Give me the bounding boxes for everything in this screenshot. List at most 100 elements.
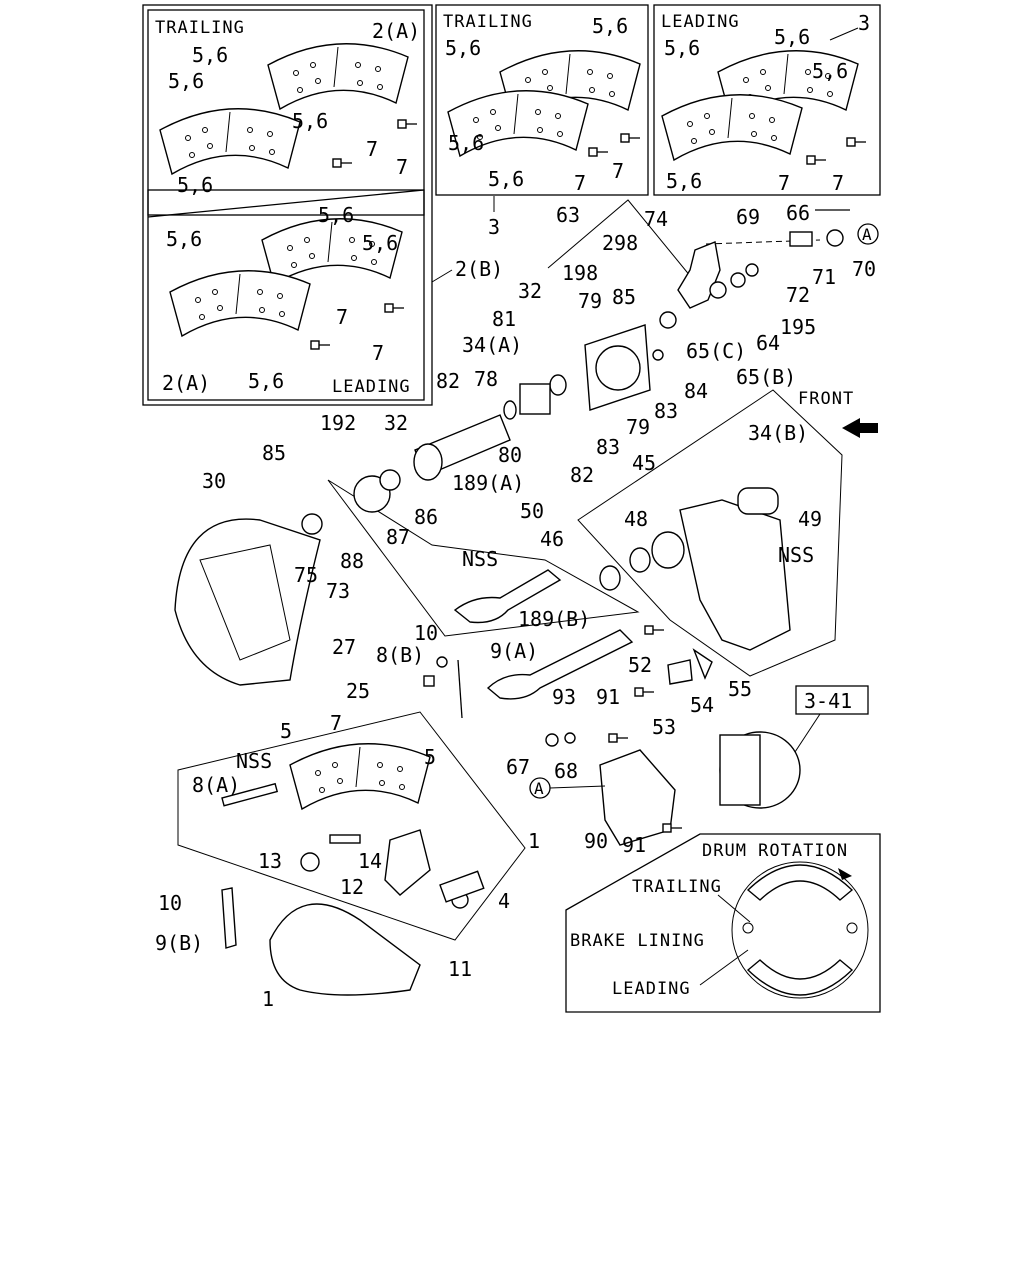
callout-label: 73 xyxy=(326,579,350,603)
callout-label: 91 xyxy=(596,685,620,709)
reference-label: 3-41 xyxy=(804,689,852,713)
bolt-icon xyxy=(620,133,641,143)
bolt-icon xyxy=(397,119,418,129)
callout-label: 81 xyxy=(492,307,516,331)
trailing-panel-b xyxy=(435,4,649,196)
callout-label: 68 xyxy=(554,759,578,783)
callout-label: 65(B) xyxy=(736,365,796,389)
callout-label: 72 xyxy=(786,283,810,307)
callout-label: 91 xyxy=(622,833,646,857)
callout-label: 64 xyxy=(756,331,780,355)
callout-label: 10 xyxy=(414,621,438,645)
bolt-icon xyxy=(332,158,353,168)
callout-label: 93 xyxy=(552,685,576,709)
callout-label: 7 xyxy=(612,159,624,183)
callout-label: 5,6 xyxy=(445,36,481,60)
cam-s-head xyxy=(453,569,562,624)
spring xyxy=(457,659,463,719)
callout-label: 5,6 xyxy=(362,231,398,255)
return-spring xyxy=(221,887,237,949)
callout-label: 71 xyxy=(812,265,836,289)
trailing-shoe xyxy=(746,864,854,901)
rotation-arrow-icon xyxy=(838,868,852,880)
svg-text:A: A xyxy=(862,225,872,244)
callout-label: 5,6 xyxy=(812,59,848,83)
callout-label: 11 xyxy=(448,957,472,981)
camshaft-assemblies: 50 NSS 189(B) xyxy=(327,479,640,700)
marker-a-icon: A xyxy=(529,777,551,799)
callout-label: 5,6 xyxy=(774,25,810,49)
callout-label: 2(A) xyxy=(372,19,420,43)
callout-label: 198 xyxy=(562,261,598,285)
callout-label: 85 xyxy=(262,441,286,465)
callout-label: 4 xyxy=(498,889,510,913)
pins-springs-area: 10 8(B) 9(A) xyxy=(376,621,538,719)
cam-s-head xyxy=(486,629,634,700)
callout-label: 5,6 xyxy=(177,173,213,197)
panel-group-2: TRAILING 5,6 2(A) 5,6 5,6 5,6 7 7 5,6 5,… xyxy=(142,4,503,406)
lining-pad xyxy=(169,270,311,337)
callout-label: 7 xyxy=(396,155,408,179)
callout-label: 74 xyxy=(644,207,668,231)
leading-a-caption: LEADING xyxy=(332,377,411,397)
callout-label: 7 xyxy=(832,171,844,195)
callout-label: 48 xyxy=(624,507,648,531)
callout-label: 298 xyxy=(602,231,638,255)
callout-label: 55 xyxy=(728,677,752,701)
callout-label: 80 xyxy=(498,443,522,467)
callout-label: 65(C) xyxy=(686,339,746,363)
leading-panel-a xyxy=(147,189,425,401)
callout-label: 32 xyxy=(384,411,408,435)
callout-label: 1 xyxy=(528,829,540,853)
brake-lining-label: BRAKE LINING xyxy=(570,931,705,951)
callout-label: 63 xyxy=(556,203,580,227)
callout-label: 75 xyxy=(294,563,318,587)
bolt-icon xyxy=(846,137,867,147)
bracket-area: 52 55 54 53 xyxy=(628,625,752,739)
callout-label: 79 xyxy=(626,415,650,439)
drum-rotation-inset: DRUM ROTATION TRAILING BRAKE LINING LEAD… xyxy=(565,833,881,1013)
trailing-b-caption: TRAILING xyxy=(443,12,533,32)
callout-label: 7 xyxy=(336,305,348,329)
callout-label: 52 xyxy=(628,653,652,677)
slack-adjuster-area: 63 74 69 66 70 298 198 71 72 195 64 65(C… xyxy=(547,199,879,389)
callout-label: 50 xyxy=(520,499,544,523)
callout-label: 7 xyxy=(366,137,378,161)
callout-label: 189(B) xyxy=(518,607,590,631)
callout-label: 7 xyxy=(330,711,342,735)
callout-label: 70 xyxy=(852,257,876,281)
trailing-label: TRAILING xyxy=(632,877,722,897)
arrow-left-icon xyxy=(842,418,878,438)
callout-label: 5,6 xyxy=(592,14,628,38)
bolt-icon xyxy=(310,340,331,350)
lining-pad xyxy=(159,108,301,175)
bolt-icon xyxy=(384,303,405,313)
group-3-label: 3 xyxy=(488,215,500,239)
callout-label: 5,6 xyxy=(292,109,328,133)
callout-label: 86 xyxy=(414,505,438,529)
bolt-icon xyxy=(662,823,683,833)
callout-label: 8(A) xyxy=(192,773,240,797)
callout-label: 90 xyxy=(584,829,608,853)
bolt-icon xyxy=(806,155,827,165)
callout-label: 195 xyxy=(780,315,816,339)
callout-label: 5,6 xyxy=(488,167,524,191)
callout-label: 1 xyxy=(262,987,274,1011)
callout-label: 5 xyxy=(280,719,292,743)
panel-group-3: TRAILING LEADING 5,6 5,6 5,6 5,6 7 7 5,6… xyxy=(435,4,881,239)
callout-label: 79 xyxy=(578,289,602,313)
dust-shield-area: 85 30 86 87 88 75 73 27 25 xyxy=(174,441,438,703)
nss-label: NSS xyxy=(236,749,272,773)
front-label: FRONT xyxy=(798,389,854,409)
trailing-a-caption: TRAILING xyxy=(155,18,245,38)
callout-label: 5,6 xyxy=(248,369,284,393)
callout-label: 34(A) xyxy=(462,333,522,357)
callout-label: 88 xyxy=(340,549,364,573)
callout-label: 83 xyxy=(596,435,620,459)
group-2b-label: 2(B) xyxy=(455,257,503,281)
callout-label: 2(A) xyxy=(162,371,210,395)
callout-label: 82 xyxy=(570,463,594,487)
callout-label: 87 xyxy=(386,525,410,549)
lining-pad xyxy=(661,94,803,161)
